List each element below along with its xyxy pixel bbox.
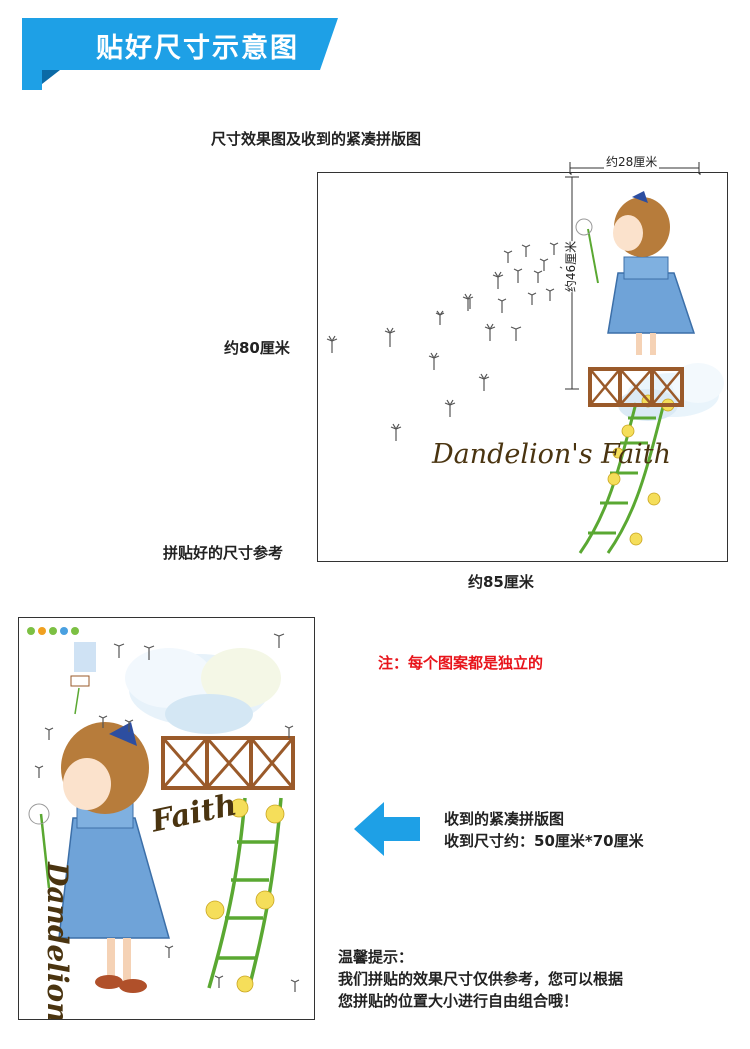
girl-illustration [575,191,696,355]
reference-label: 拼贴好的尺寸参考 [163,544,284,562]
independent-pattern-note: 注：每个图案都是独立的 [378,654,544,672]
artwork-title-text: Dandelion's Faith [432,439,672,470]
tip-line-2: 您拼贴的位置大小进行自由组合哦！ [338,992,579,1010]
sheet-girl [28,722,170,993]
width-label: 约85厘米 [468,573,534,591]
tip-line-1: 我们拼贴的效果尺寸仅供参考，您可以根据 [338,970,624,988]
received-title: 收到的紧凑拼版图 [444,810,565,828]
compact-sheet-artwork [27,627,300,993]
height-label: 约80厘米 [224,339,290,357]
received-size: 收到尺寸约：50厘米*70厘米 [444,832,644,850]
sheet-dandelions-text: Dandelion's [40,862,74,1020]
page-title: 贴好尺寸示意图 [96,33,299,64]
sheet-fence [161,736,295,790]
header-banner [22,18,338,90]
sheet-thumbnail [70,642,96,715]
wooden-fence [588,367,684,407]
section-caption: 尺寸效果图及收到的紧凑拼版图 [211,130,422,148]
girl-width-label: 约28厘米 [604,153,660,170]
assembled-artwork [326,173,724,554]
tip-title: 温馨提示： [338,948,414,966]
girl-height-label: 约46厘米 [562,240,580,293]
dandelion-seeds [326,242,569,441]
sheet-flowers [205,798,285,993]
vine-ladder [578,402,666,554]
sheet-logo-icons [27,627,79,635]
left-arrow-icon [354,802,420,856]
assembled-preview-frame: Dandelion's Faith [317,172,728,562]
compact-sheet-frame: Faith Dandelion's [18,617,315,1020]
sheet-cloud [125,648,281,734]
sheet-seeds [34,633,300,992]
